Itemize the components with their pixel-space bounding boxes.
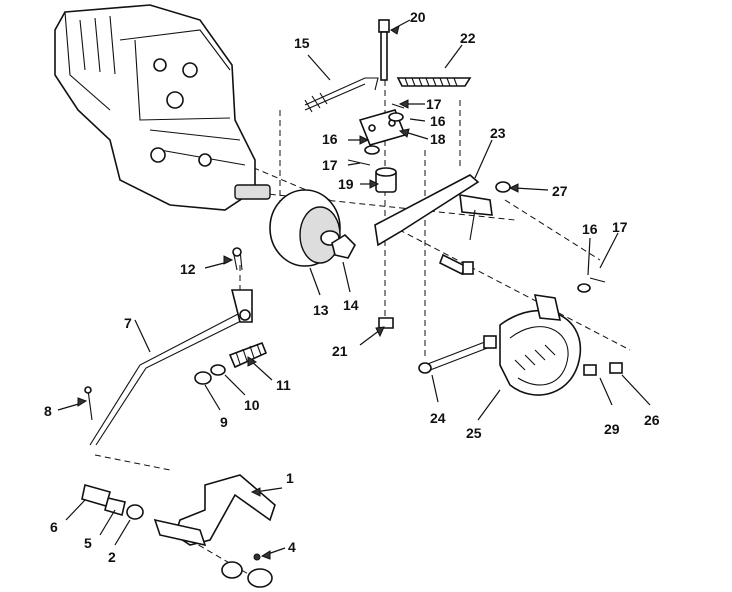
bolts-29-26 [583, 362, 623, 376]
callout-7: 7 [124, 315, 132, 331]
spring-11 [194, 341, 268, 385]
callout-8: 8 [44, 403, 52, 419]
callout-16b: 16 [430, 113, 446, 129]
pedal-lever-1 [81, 474, 276, 588]
callout-24: 24 [430, 410, 446, 426]
callout-14: 14 [343, 297, 359, 313]
callout-22: 22 [460, 30, 476, 46]
callout-5: 5 [84, 535, 92, 551]
callout-21: 21 [332, 343, 348, 359]
callout-11: 11 [276, 377, 291, 393]
callout-18: 18 [430, 131, 446, 147]
callout-20: 20 [410, 9, 426, 25]
callout-16a: 16 [322, 131, 338, 147]
callout-15: 15 [294, 35, 310, 51]
callout-23: 23 [490, 125, 506, 141]
callout-17b: 17 [322, 157, 338, 173]
nut-21 [378, 317, 394, 329]
callout-10: 10 [244, 397, 260, 413]
callout-29: 29 [604, 421, 620, 437]
callout-17c: 17 [612, 219, 628, 235]
callout-9: 9 [220, 414, 228, 430]
transmission-housing [54, 4, 271, 211]
cotter-pin-12 [232, 247, 243, 271]
callout-19: 19 [338, 176, 354, 192]
callout-13: 13 [313, 302, 329, 318]
link-plate-18 [347, 103, 407, 193]
callout-1: 1 [286, 470, 294, 486]
brake-drum [269, 189, 356, 267]
callout-26: 26 [644, 412, 660, 428]
rod-7 [89, 289, 253, 446]
callout-2: 2 [108, 549, 116, 565]
bolt-20 [378, 19, 390, 81]
callout-labels: 1 2 4 5 6 7 8 9 10 11 12 13 14 15 16 16 … [44, 9, 660, 565]
bracket-23 [374, 174, 511, 247]
brake-band-25 [499, 277, 606, 396]
pin-8 [84, 386, 93, 421]
callout-4: 4 [288, 539, 296, 555]
spring-22 [396, 77, 472, 87]
callout-16c: 16 [582, 221, 598, 237]
callout-25: 25 [466, 425, 482, 441]
rod-24 [418, 335, 497, 374]
callout-6: 6 [50, 519, 58, 535]
rod-15 [304, 77, 379, 113]
leader-lines [57, 19, 651, 560]
bolt-mid [438, 253, 474, 276]
callout-27: 27 [552, 183, 568, 199]
callout-12: 12 [180, 261, 196, 277]
callout-17a: 17 [426, 96, 442, 112]
